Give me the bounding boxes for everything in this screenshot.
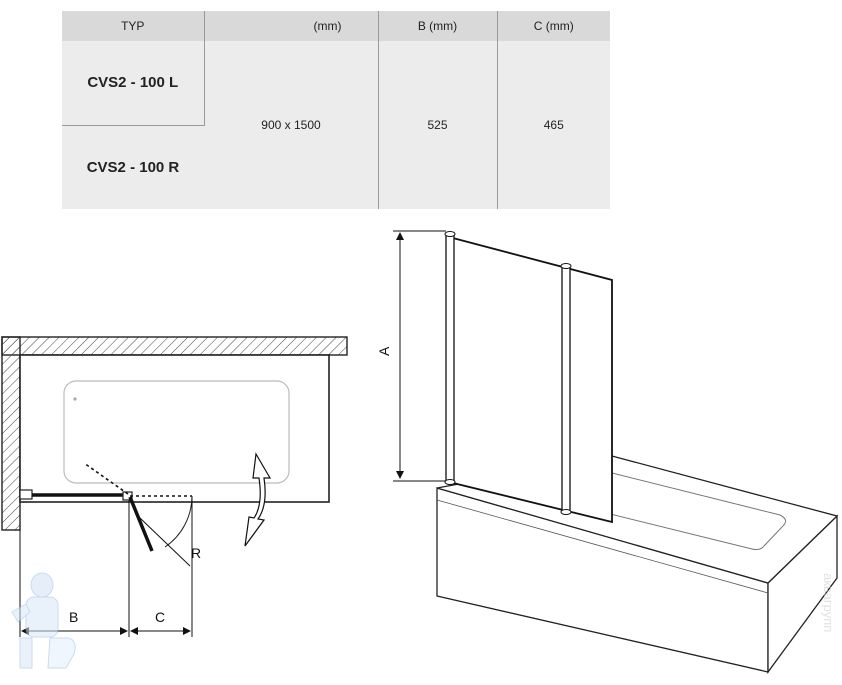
hinge-profile [561, 265, 571, 513]
plumber-logo-icon [30, 572, 54, 598]
plan-view: R B C [1, 336, 348, 637]
toilet-icon [47, 637, 76, 669]
folded-panel-plan [128, 496, 154, 552]
label-a: A [376, 346, 392, 356]
wall-profile [445, 233, 455, 483]
header-b: B (mm) [378, 11, 498, 42]
watermark: аквагрупп [11, 572, 836, 669]
header-size: (mm) [204, 11, 379, 42]
table-row: CVS2 - 100 L 900 x 1500 525 465 [62, 41, 610, 209]
header-typ: TYP [62, 11, 205, 42]
c-cell: 465 [497, 41, 610, 209]
drain-icon [73, 397, 77, 401]
table-header-row: TYP (mm) B (mm) C (mm) [62, 11, 610, 42]
swing-arc [164, 495, 193, 548]
top-wall [1, 336, 348, 356]
size-cell: 900 x 1500 [204, 41, 379, 209]
bathtub-outline [19, 354, 330, 503]
spec-table: TYP (mm) B (mm) C (mm) CVS2 - 100 L 900 … [62, 11, 610, 209]
label-r: R [191, 545, 201, 561]
radius-leader [139, 517, 191, 567]
bathtub-inner [577, 469, 786, 551]
type-cell-r: CVS2 - 100 R [62, 124, 204, 209]
wall-mount [19, 489, 33, 500]
type-cell-l: CVS2 - 100 L [62, 41, 205, 126]
watermark-text: аквагрупп [821, 573, 836, 632]
b-cell: 525 [378, 41, 498, 209]
perspective-view: A [376, 230, 839, 674]
table-row: CVS2 - 100 R [62, 124, 610, 209]
tub-basin [63, 380, 290, 484]
rotated-position-line [83, 462, 129, 495]
label-b: B [69, 609, 78, 625]
label-c: C [155, 609, 165, 625]
glass-panels [448, 235, 613, 524]
header-c: C (mm) [497, 11, 610, 42]
left-wall [1, 336, 21, 531]
rotation-arrow-icon [244, 452, 272, 547]
